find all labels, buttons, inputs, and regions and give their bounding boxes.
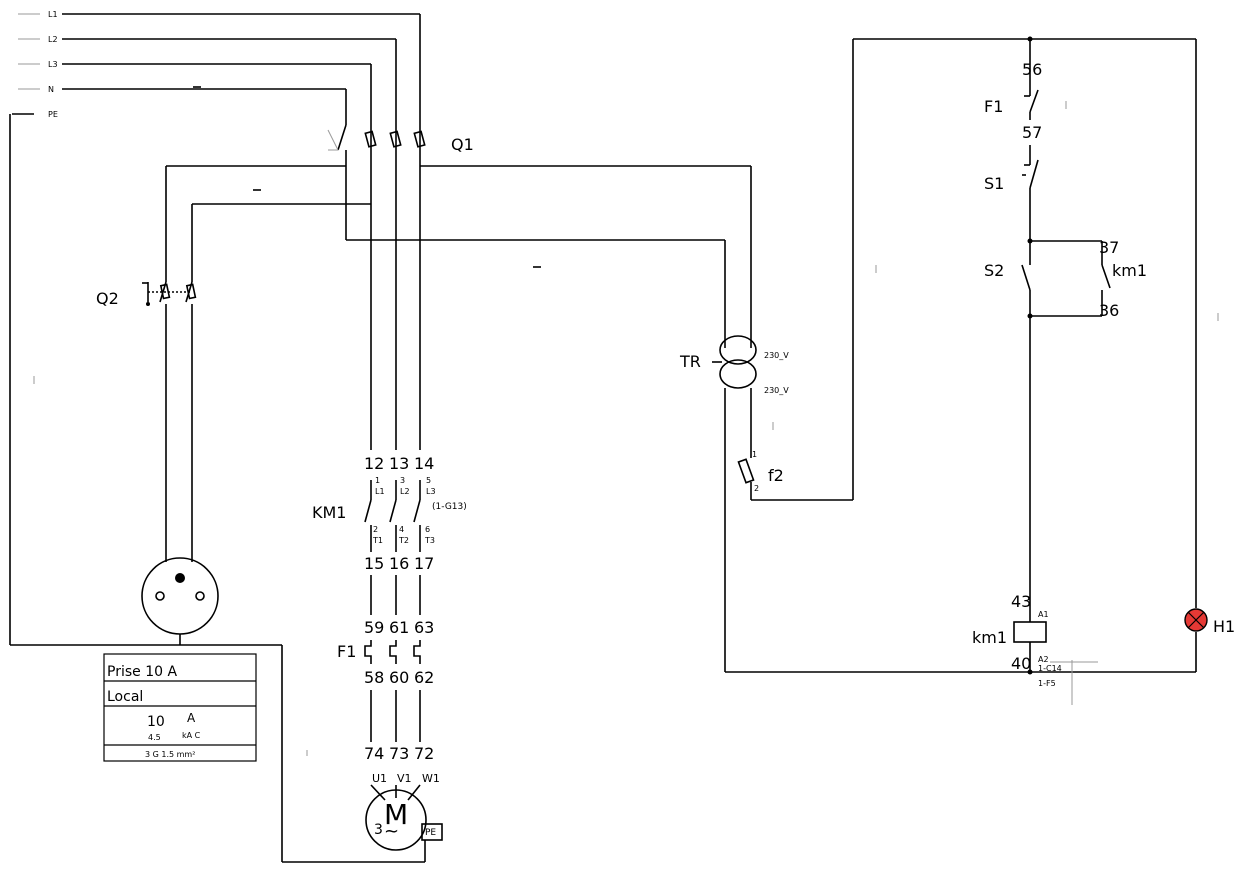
f2-label: f2 <box>768 466 784 485</box>
f2-fuse <box>737 39 854 501</box>
socket-info-card <box>103 653 257 762</box>
h1-label: H1 <box>1213 617 1235 636</box>
q1-label: Q1 <box>451 135 474 154</box>
socket-card-title: Prise 10 A <box>107 664 177 680</box>
socket-branch-wiring <box>165 165 752 562</box>
motor-in-terminals: 74 73 72 <box>364 744 434 763</box>
power-conductors <box>306 165 421 801</box>
km1-ref: (1-G13) <box>432 502 467 512</box>
supply-buses <box>9 13 426 863</box>
bus-label-pe: PE <box>48 110 58 119</box>
km1-contact-bottom-nums: 2 4 6 <box>373 525 430 534</box>
km1-contact-bottom-names: T1 T2 T3 <box>372 536 435 545</box>
node-40: 40 <box>1011 654 1031 673</box>
motor-terminals: U1 V1 W1 <box>372 772 440 785</box>
bus-label-l3: L3 <box>48 60 58 69</box>
bus-label-n: N <box>48 85 54 94</box>
q1-switch <box>327 124 426 165</box>
node-37: 37 <box>1099 238 1119 257</box>
s1-label: S1 <box>984 174 1004 193</box>
tr-label: TR <box>679 352 701 371</box>
km1-in-terminals: 12 13 14 <box>364 454 434 473</box>
tr-primary-voltage: 230_V <box>764 351 789 360</box>
socket-card-breaking: 4.5 <box>148 733 161 742</box>
node-43: 43 <box>1011 592 1031 611</box>
socket-card-breaking-unit: kA C <box>182 731 201 740</box>
bus-label-l2: L2 <box>48 35 58 44</box>
coil-ref-2: 1-F5 <box>1038 679 1056 688</box>
socket-card-location: Local <box>107 689 143 705</box>
bus-label-l1: L1 <box>48 10 58 19</box>
h1-lamp-icon <box>1184 608 1208 632</box>
node-36: 36 <box>1099 301 1119 320</box>
coil-a2: A2 <box>1038 655 1049 664</box>
km1-contact-top-nums: 1 3 5 <box>375 476 431 485</box>
s2-label: S2 <box>984 261 1004 280</box>
km1-contact-top-names: L1 L2 L3 <box>375 487 436 496</box>
km1-label: KM1 <box>312 503 346 522</box>
f1-ctrl-label: F1 <box>984 97 1003 116</box>
transformer-symbol <box>712 335 757 672</box>
km1-aux-label: km1 <box>1112 261 1147 280</box>
socket-card-unit: A <box>187 711 196 725</box>
motor-phase: 3 <box>374 822 383 838</box>
control-circuit-wiring <box>33 36 1219 705</box>
q2-label: Q2 <box>96 289 119 308</box>
f1-in-terminals: 59 61 63 <box>364 618 434 637</box>
socket-card-rating: 10 <box>147 714 165 730</box>
km1-coil-label: km1 <box>972 628 1007 647</box>
q2-breaker <box>142 281 197 306</box>
motor-pe: PE <box>425 828 436 838</box>
node-57: 57 <box>1022 123 1042 142</box>
km1-out-terminals: 15 16 17 <box>364 554 434 573</box>
node-56: 56 <box>1022 60 1042 79</box>
f2-terminal-2: 2 <box>754 484 759 493</box>
coil-ref-1: 1-C14 <box>1038 664 1062 673</box>
f1-power-label: F1 <box>337 642 356 661</box>
coil-a1: A1 <box>1038 610 1049 619</box>
f1-out-terminals: 58 60 62 <box>364 668 434 687</box>
tr-secondary-voltage: 230_V <box>764 386 789 395</box>
motor-m: M <box>384 798 408 831</box>
f2-terminal-1: 1 <box>752 450 757 459</box>
motor-symbol <box>365 789 443 851</box>
motor-tilde: ~ <box>384 821 399 842</box>
socket-outlet-symbol <box>141 557 219 645</box>
socket-card-cable: 3 G 1.5 mm² <box>145 750 195 759</box>
